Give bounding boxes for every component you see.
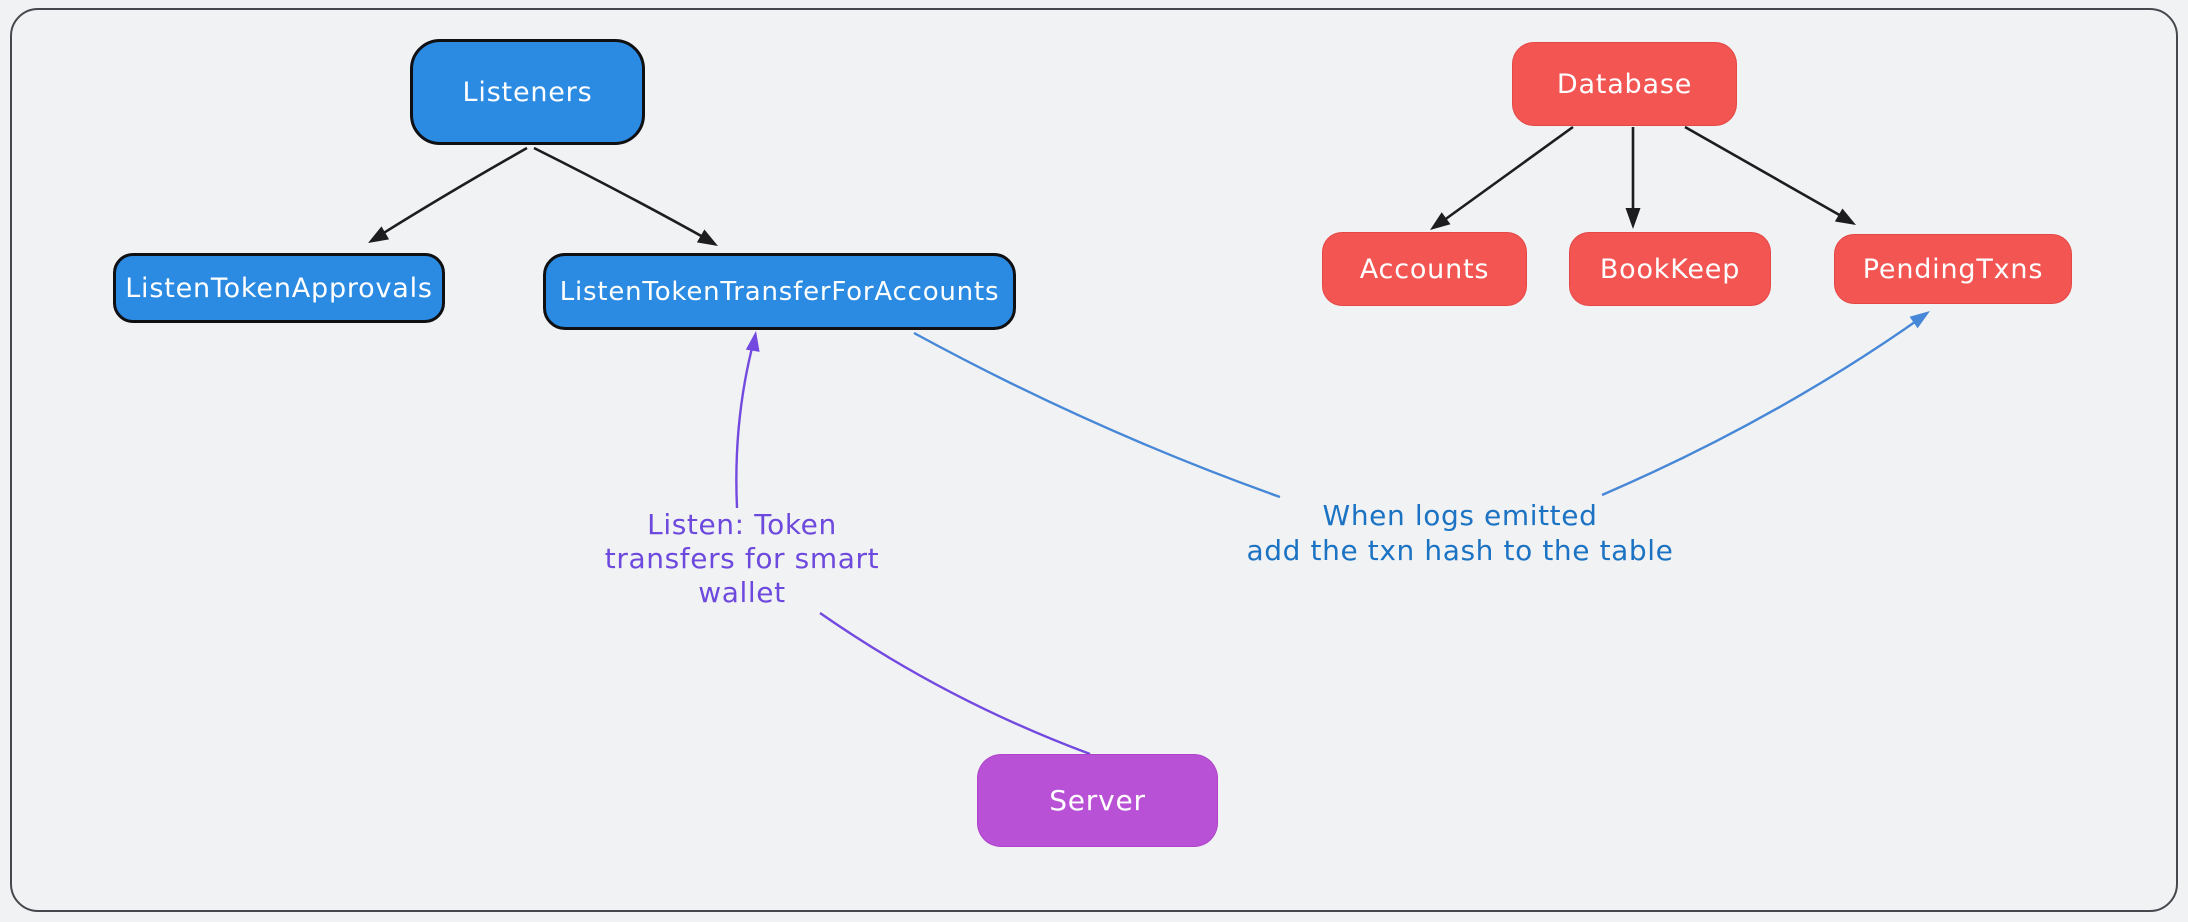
annotation-line: add the txn hash to the table [1246, 534, 1674, 567]
arrow-listen-note-to-transfer[interactable] [735, 331, 760, 509]
node-pending-txns[interactable]: PendingTxns [1834, 234, 2072, 304]
arrow-database-to-accounts[interactable] [1430, 125, 1574, 230]
annotation-when-logs-emitted[interactable]: When logs emitted add the txn hash to th… [1200, 498, 1720, 568]
arrow-listeners-to-listentokentransferforaccounts[interactable] [533, 146, 718, 246]
node-bookkeep-label: BookKeep [1599, 253, 1741, 285]
node-pending-txns-label: PendingTxns [1862, 253, 2044, 285]
arrow-listeners-to-listentokenapprovals[interactable] [368, 146, 528, 243]
node-listeners-label: Listeners [462, 76, 593, 108]
annotation-line: When logs emitted [1322, 499, 1598, 532]
line-transfer-to-logs-note[interactable] [913, 331, 1281, 499]
node-listen-token-transfer-for-accounts[interactable]: ListenTokenTransferForAccounts [543, 253, 1016, 330]
node-listen-token-approvals[interactable]: ListenTokenApprovals [113, 253, 445, 323]
annotation-line: Listen: Token [647, 508, 837, 541]
node-server[interactable]: Server [977, 754, 1218, 847]
node-listen-token-transfer-for-accounts-label: ListenTokenTransferForAccounts [559, 276, 1000, 307]
arrow-database-to-pendingtxns[interactable] [1684, 125, 1856, 225]
node-accounts[interactable]: Accounts [1322, 232, 1527, 306]
arrow-database-to-bookkeep[interactable] [1625, 127, 1641, 229]
node-bookkeep[interactable]: BookKeep [1569, 232, 1771, 306]
annotation-line: wallet [698, 576, 786, 609]
arrow-logs-note-to-pendingtxns[interactable] [1601, 311, 1930, 497]
canvas-frame [10, 8, 2178, 912]
node-listeners[interactable]: Listeners [410, 39, 645, 145]
annotation-line: transfers for smart [604, 542, 880, 575]
node-accounts-label: Accounts [1359, 253, 1490, 285]
node-database[interactable]: Database [1512, 42, 1737, 126]
annotation-listen-token-transfers[interactable]: Listen: Token transfers for smart wallet [542, 508, 942, 610]
line-listen-note-to-server[interactable] [819, 612, 1091, 756]
node-server-label: Server [1049, 784, 1146, 817]
node-database-label: Database [1556, 68, 1693, 100]
node-listen-token-approvals-label: ListenTokenApprovals [125, 272, 433, 304]
